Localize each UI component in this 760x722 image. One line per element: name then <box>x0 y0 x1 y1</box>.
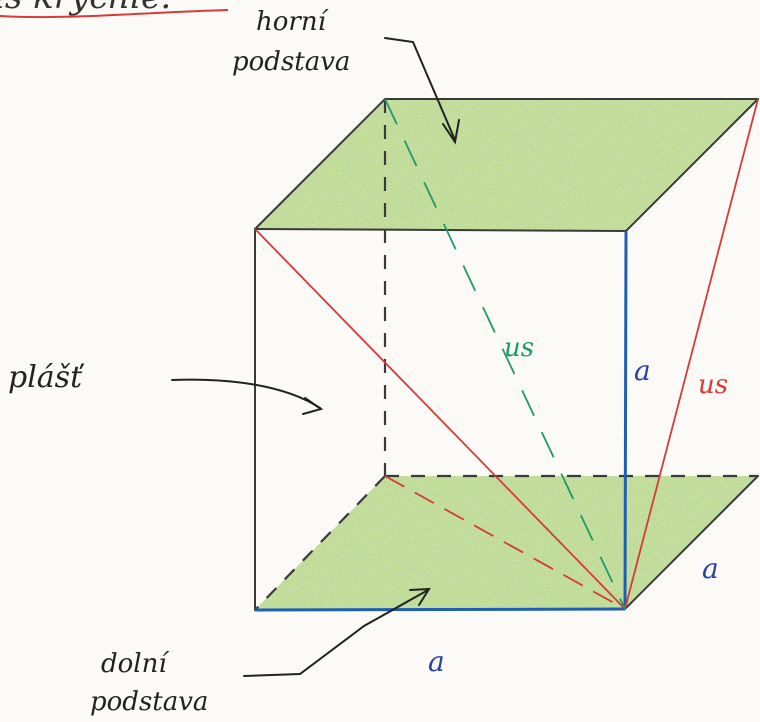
top-base-arrowhead <box>442 119 460 145</box>
top-base-arrow <box>384 37 456 141</box>
hidden-edges <box>254 99 758 611</box>
mantle-label: plášť <box>8 360 85 395</box>
pointer-arrows <box>171 37 460 677</box>
cube-edges <box>254 98 759 611</box>
bottom-base-label-line1: dolní <box>101 649 170 679</box>
edge-label-front-bottom: a <box>428 645 445 678</box>
bottom-right-edge <box>624 475 759 610</box>
edge-label-bottom-right: a <box>702 552 719 585</box>
right-face-diagonal <box>624 98 759 610</box>
edge-labels: a a a <box>428 354 719 678</box>
top-right-edge <box>625 98 759 232</box>
front-top-edge <box>254 228 627 232</box>
blue-edges <box>254 230 628 612</box>
title-underline <box>0 9 229 19</box>
page-title: is krychle: <box>0 0 173 17</box>
front-bottom-edge <box>254 607 626 612</box>
red-diagonals <box>254 98 759 610</box>
face-diagonal-label: us <box>698 370 728 400</box>
bottom-face-diagonal <box>384 475 626 610</box>
bottom-base-arrowhead <box>409 587 431 606</box>
top-base-face <box>255 99 758 231</box>
mantle-arrowhead <box>302 397 324 415</box>
bottom-base-arrow <box>243 589 429 677</box>
front-face-diagonal <box>254 228 626 610</box>
body-diagonal <box>384 98 626 610</box>
bottom-base-label: dolní podstava <box>90 649 208 717</box>
bottom-left-edge <box>254 475 386 611</box>
edge-label-front-right: a <box>634 354 651 387</box>
top-base-label-line2: podstava <box>232 47 350 77</box>
top-base-label: horní podstava <box>232 7 350 77</box>
top-base-label-line1: horní <box>256 7 330 37</box>
bottom-base-label-line2: podstava <box>90 687 208 717</box>
body-diagonal-label: us <box>504 333 534 363</box>
mantle-arrow <box>171 378 321 409</box>
top-left-edge <box>254 98 386 230</box>
front-right-edge <box>623 230 628 610</box>
